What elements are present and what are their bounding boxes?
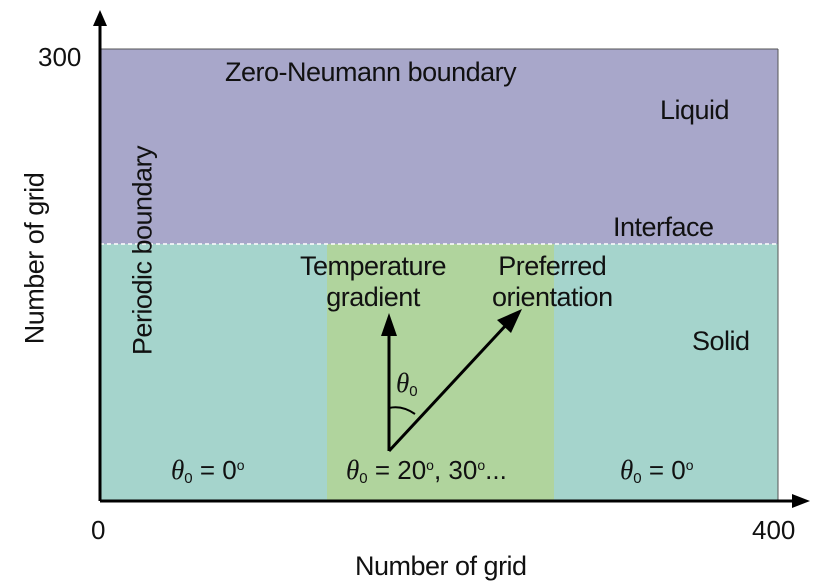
center-angle-extra: , 30: [433, 455, 478, 485]
theta-symbol: θ: [171, 455, 185, 485]
center-grain-angle-label: θ0 = 20o, 30o...: [346, 455, 507, 487]
liquid-label: Liquid: [660, 95, 730, 125]
zero-neumann-boundary-label: Zero-Neumann boundary: [225, 57, 517, 87]
preferred-orientation-label: Preferred orientation: [492, 251, 613, 312]
degree-mark: o: [426, 457, 434, 473]
x-axis-arrowhead: [792, 494, 810, 508]
periodic-boundary-label: Periodic boundary: [127, 145, 158, 356]
theta-symbol: θ: [346, 455, 360, 485]
theta-subscript: 0: [633, 470, 642, 487]
theta-subscript: 0: [359, 470, 368, 487]
y-axis-arrowhead: [93, 10, 107, 26]
theta-arc-label: θ0: [396, 368, 418, 400]
theta-symbol: θ: [620, 455, 634, 485]
degree-mark: o: [685, 457, 694, 473]
degree-mark: o: [477, 457, 486, 473]
theta-angle-arc: [388, 406, 416, 415]
right-angle-value: = 0: [648, 455, 686, 485]
preferred-orientation-arrowhead: [497, 309, 522, 333]
degree-mark: o: [236, 457, 245, 473]
x-axis-min-label: 0: [91, 515, 106, 545]
theta-subscript: 0: [409, 383, 418, 400]
center-angle-more: ...: [485, 455, 507, 485]
left-angle-value: = 0: [199, 455, 237, 485]
temperature-gradient-label: Temperature gradient: [300, 251, 447, 312]
interface-label: Interface: [613, 212, 714, 242]
theta-symbol: θ: [396, 368, 410, 398]
x-axis-max-label: 400: [752, 515, 796, 545]
preferred-orientation-arrow: [387, 322, 509, 453]
x-axis-title: Number of grid: [355, 551, 527, 581]
left-grain-angle-label: θ0 = 0o: [171, 455, 245, 487]
right-grain-angle-label: θ0 = 0o: [620, 455, 694, 487]
center-grain-region: [327, 244, 554, 501]
temperature-gradient-arrowhead: [381, 313, 397, 336]
y-axis-title: Number of grid: [19, 172, 50, 345]
center-angle-value: = 20: [374, 455, 427, 485]
solid-label: Solid: [692, 326, 750, 356]
theta-subscript: 0: [184, 470, 193, 487]
y-axis-max-label: 300: [38, 42, 82, 72]
liquid-region: [100, 49, 778, 244]
